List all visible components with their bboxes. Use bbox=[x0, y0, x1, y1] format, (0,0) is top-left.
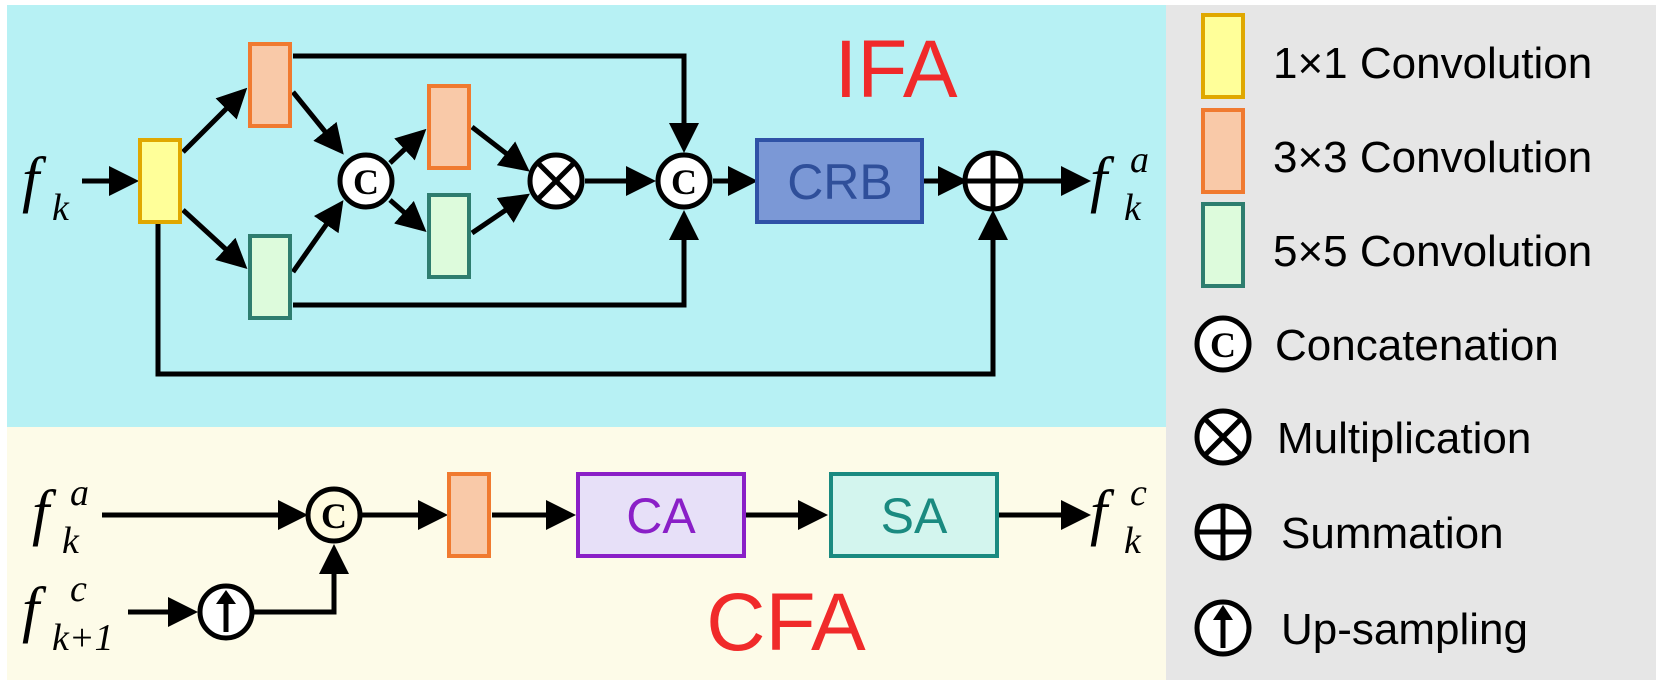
svg-text:k: k bbox=[1124, 520, 1142, 562]
cfa-conv3x3-block bbox=[447, 472, 491, 558]
legend-item-conv1x1: 1×1 Convolution bbox=[1201, 13, 1592, 99]
svg-text:CRB: CRB bbox=[787, 154, 893, 210]
svg-text:C: C bbox=[353, 162, 379, 202]
ifa-title: IFA bbox=[834, 24, 957, 115]
svg-text:k+1: k+1 bbox=[52, 617, 114, 659]
svg-text:k: k bbox=[1124, 187, 1142, 229]
ifa-conv3x3-block-mid bbox=[427, 84, 471, 170]
svg-text:k: k bbox=[62, 520, 80, 562]
svg-text:k: k bbox=[52, 187, 70, 229]
svg-text:C: C bbox=[321, 496, 347, 536]
upsample-icon bbox=[1194, 599, 1252, 657]
yellow-conv-icon bbox=[1201, 13, 1245, 99]
svg-text:c: c bbox=[70, 568, 87, 610]
ifa-conv5x5-block-mid bbox=[427, 193, 471, 279]
concat-icon: C bbox=[1194, 315, 1252, 373]
sum-icon bbox=[1194, 503, 1252, 561]
ifa-concat-node-1: C bbox=[337, 152, 395, 210]
svg-text:a: a bbox=[70, 472, 89, 514]
legend-item-sum: Summation bbox=[1194, 503, 1504, 561]
svg-text:c: c bbox=[1130, 472, 1147, 514]
svg-text:CA: CA bbox=[626, 488, 696, 544]
legend-item-concat: C Concatenation bbox=[1194, 315, 1559, 373]
ifa-conv1x1-block bbox=[138, 138, 182, 224]
ifa-sum-node bbox=[962, 150, 1024, 212]
ifa-concat-node-2: C bbox=[655, 152, 713, 210]
orange-conv-icon bbox=[1201, 108, 1245, 194]
ifa-multiply-node bbox=[527, 152, 585, 210]
svg-text:Summation: Summation bbox=[1281, 509, 1504, 558]
svg-text:Up-sampling: Up-sampling bbox=[1281, 605, 1528, 654]
multiply-icon bbox=[1194, 408, 1252, 466]
legend-item-upsample: Up-sampling bbox=[1194, 599, 1528, 657]
ca-block: CA bbox=[576, 472, 746, 558]
cfa-title: CFA bbox=[706, 577, 866, 668]
legend-item-multiply: Multiplication bbox=[1194, 408, 1531, 466]
sa-block: SA bbox=[829, 472, 999, 558]
legend-item-conv3x3: 3×3 Convolution bbox=[1201, 108, 1592, 194]
ifa-conv5x5-block-bottom bbox=[248, 234, 292, 320]
cfa-concat-node: C bbox=[305, 486, 363, 544]
green-conv-icon bbox=[1201, 202, 1245, 288]
crb-block: CRB bbox=[755, 138, 924, 224]
ifa-panel bbox=[7, 5, 1166, 427]
svg-text:5×5 Convolution: 5×5 Convolution bbox=[1273, 227, 1592, 276]
cfa-upsample-node bbox=[197, 583, 255, 641]
svg-text:C: C bbox=[671, 162, 697, 202]
svg-text:SA: SA bbox=[881, 488, 948, 544]
legend: 1×1 Convolution 3×3 Convolution 5×5 Conv… bbox=[1194, 13, 1592, 657]
svg-text:3×3 Convolution: 3×3 Convolution bbox=[1273, 133, 1592, 182]
svg-text:Concatenation: Concatenation bbox=[1275, 321, 1559, 370]
ifa-conv3x3-block-top bbox=[248, 42, 292, 128]
svg-text:a: a bbox=[1130, 139, 1149, 181]
svg-text:1×1 Convolution: 1×1 Convolution bbox=[1273, 39, 1592, 88]
cfa-input2-label: f k+1 c bbox=[22, 568, 114, 659]
svg-text:C: C bbox=[1210, 325, 1236, 365]
svg-text:Multiplication: Multiplication bbox=[1277, 414, 1531, 463]
legend-item-conv5x5: 5×5 Convolution bbox=[1201, 202, 1592, 288]
